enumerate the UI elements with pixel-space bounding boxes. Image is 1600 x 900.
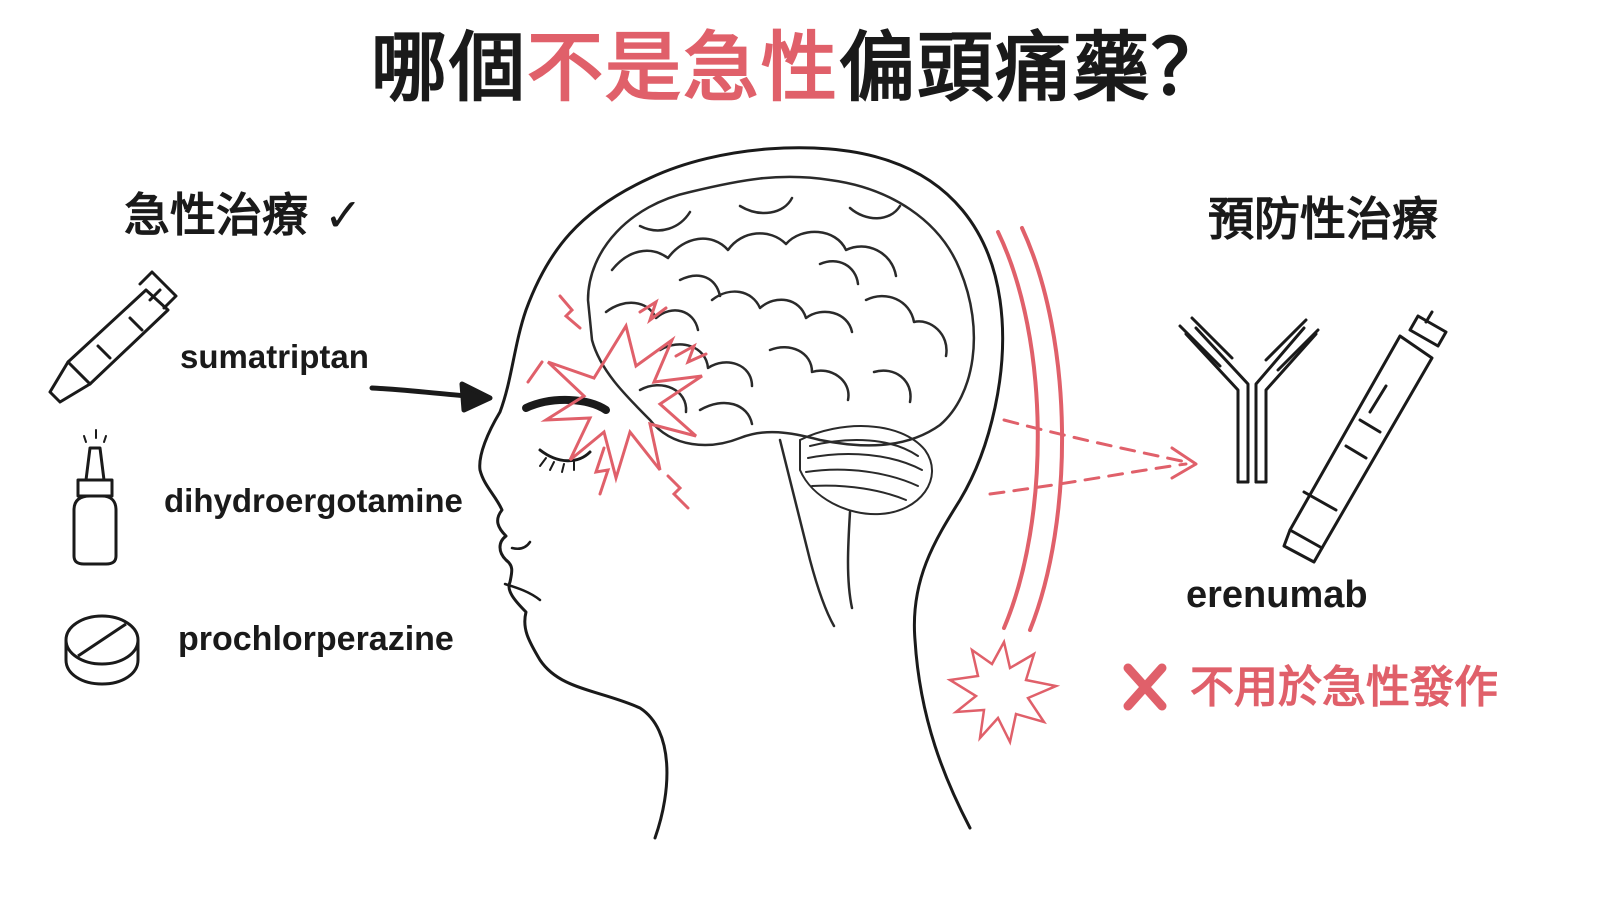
title-highlight: 不是急性: [527, 23, 839, 112]
not-for-acute-note: 不用於急性發作: [1190, 662, 1498, 713]
injection-pen-icon: [1282, 310, 1448, 564]
eyebrow: [522, 396, 610, 414]
title-suffix: 偏頭痛藥？: [839, 23, 1229, 112]
closed-eye: [538, 448, 592, 463]
head-outline: [478, 146, 1005, 840]
preventive-treatment-heading: 預防性治療: [1208, 192, 1438, 246]
brain: [586, 175, 976, 447]
drug-label-prochlorperazine: prochlorperazine: [178, 620, 454, 658]
page-title: 哪個不是急性偏頭痛藥？: [0, 22, 1600, 113]
nasal-spray-icon: [72, 429, 118, 566]
drug-label-erenumab: erenumab: [1186, 574, 1368, 616]
starburst-icon: [946, 638, 1061, 746]
antibody-icon: [1178, 316, 1320, 484]
dashed-arrows: [988, 418, 1188, 496]
cross-icon: [1123, 663, 1167, 711]
brain-stem: [778, 438, 854, 628]
drug-label-dihydroergotamine: dihydroergotamine: [164, 482, 463, 519]
pointer-arrow: [369, 381, 493, 413]
drug-label-sumatriptan: sumatriptan: [180, 338, 369, 375]
tablet-icon: [64, 614, 140, 686]
autoinjector-pen-icon: [48, 270, 178, 404]
dashed-arrow-head: [1170, 446, 1198, 480]
acute-treatment-heading: 急性治療 ✓: [124, 188, 363, 242]
title-prefix: 哪個: [371, 23, 527, 112]
cerebellum: [799, 425, 933, 516]
separator-lines: [996, 226, 1065, 632]
pain-burst-icon: [526, 294, 708, 510]
